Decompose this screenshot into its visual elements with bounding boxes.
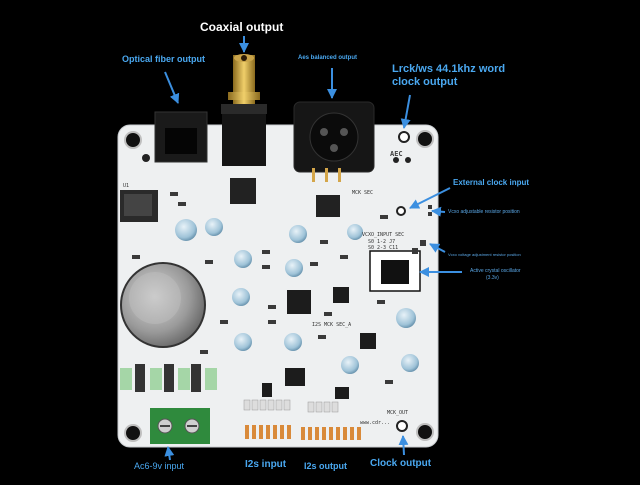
mounting-holes — [124, 130, 434, 442]
clock-output-test-point — [396, 420, 408, 432]
silk-website: www.cdr... — [360, 420, 391, 426]
label-lrck-line2: clock output — [392, 76, 458, 88]
annotation-arrows — [164, 36, 462, 461]
rectifier-diodes — [120, 364, 217, 392]
silk-s0-23: S0 2-3 C11 — [368, 245, 399, 251]
label-active-crystal-line1: Active crystal oscillator — [470, 268, 521, 274]
ac-screw-terminal — [150, 408, 210, 444]
optical-connector — [142, 111, 208, 163]
label-optical-fiber-output: Optical fiber output — [122, 54, 205, 64]
aes-xlr-connector — [293, 101, 375, 182]
label-active-crystal-line2: (3.3v) — [486, 275, 499, 281]
silk-i2s-mck: I2S MCK SEC_A — [312, 322, 352, 328]
ext-clock-input-point — [396, 206, 406, 216]
label-vcxo-adjust: Vcxo adjustable resistor position — [448, 209, 520, 215]
silk-mck-sec: MCK SEC — [352, 190, 374, 196]
silk-mck-out: MCK_OUT — [387, 410, 409, 416]
smd-components — [132, 192, 432, 384]
label-coaxial-output: Coaxial output — [200, 20, 284, 34]
label-lrck-line1: Lrck/ws 44.1khz word — [392, 63, 506, 75]
crystal-oscillator — [369, 250, 421, 292]
label-i2s-output: I2s output — [304, 461, 347, 471]
pin-headers — [245, 425, 361, 440]
dip-switches — [243, 399, 339, 413]
label-clock-output: Clock output — [370, 458, 432, 469]
label-ac-input: Ac6-9v input — [134, 461, 185, 471]
silk-aec: AEC — [390, 150, 403, 158]
ics — [262, 287, 376, 399]
silk-u1: U1 — [123, 183, 130, 189]
label-i2s-input: I2s input — [245, 459, 287, 470]
label-aes-balanced-output: Aes balanced output — [298, 55, 358, 61]
label-external-clock-input: External clock input — [453, 178, 530, 187]
coaxial-rca-connector — [221, 54, 267, 166]
silk-vcxo-input: VCXO_INPUT SEC — [362, 232, 405, 238]
small-capacitors — [175, 218, 419, 374]
label-vcxo-voltage: Vcxo voltage adjustment resistor positio… — [448, 252, 521, 257]
pulse-transformers — [230, 178, 340, 217]
lrck-test-point — [398, 131, 410, 143]
regulator-u1 — [120, 190, 158, 222]
silk-s0-12: S0 1-2 J7 — [368, 239, 396, 245]
